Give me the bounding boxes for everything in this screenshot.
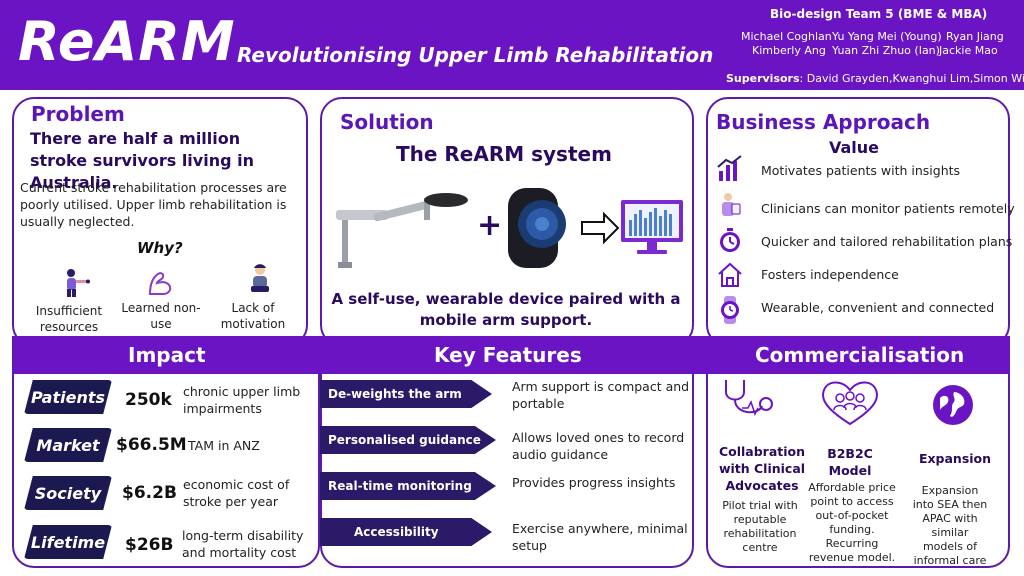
value-item: Fosters independence (761, 267, 899, 282)
impact-value: 250k (125, 390, 172, 410)
commercialisation-title: Commercialisation (755, 343, 965, 367)
impact-desc: economic cost of stroke per year (183, 477, 290, 509)
business-panel (706, 97, 1010, 347)
feature-label: De-weights the arm (320, 380, 492, 408)
commercialisation-heading: Collabration with Clinical Advocates (718, 444, 806, 493)
unmotivated-person-icon (251, 264, 269, 292)
problem-panel (12, 97, 308, 347)
value-title: Value (829, 138, 880, 157)
logo: ReARM (18, 10, 236, 73)
impact-desc: long-term disability and mortality cost (182, 528, 304, 560)
impact-tag-lifetime: Lifetime (24, 525, 112, 559)
feature-label: Personalised guidance (320, 426, 496, 454)
team-title: Bio-design Team 5 (BME & MBA) (770, 7, 988, 21)
supervisors-label: Supervisors (726, 72, 800, 85)
value-item: Motivates patients with insights (761, 163, 961, 178)
impact-value: $6.2B (122, 483, 177, 503)
header-tagline: Revolutionising Upper Limb Rehabilitatio… (237, 43, 714, 67)
team-member: Michael Coghlan (741, 30, 832, 43)
solution-title: Solution (340, 110, 434, 134)
feature-label: Real-time monitoring (320, 472, 496, 500)
cause-label: Lack of motivation (220, 301, 286, 331)
solution-tagline: A self-use, wearable device paired with … (331, 290, 681, 329)
impact-tag-patients: Patients (24, 380, 112, 414)
cause-label: Learned non-use (121, 301, 201, 331)
commercialisation-desc: Affordable price point to access out-of-… (808, 481, 896, 564)
problem-title: Problem (31, 102, 125, 126)
arrow-right-icon (581, 212, 620, 244)
muscle-arm-icon (148, 272, 172, 295)
value-item: Wearable, convenient and connected (761, 300, 995, 315)
team-member: Yuan Zhi Zhuo (Ian) (832, 44, 940, 57)
key-features-title: Key Features (434, 343, 582, 367)
watch-icon (721, 296, 739, 324)
supervisors: Supervisors: David Grayden,Kwanghui Lim,… (726, 72, 1024, 85)
impact-value: $66.5M (116, 435, 187, 455)
value-item: Quicker and tailored rehabilitation plan… (761, 234, 1013, 249)
business-title: Business Approach (716, 110, 931, 134)
team-member: Jackie Mao (939, 44, 998, 57)
supervisors-names: : David Grayden,Kwanghui Lim,Simon Wilki… (799, 72, 1024, 85)
impact-tag-society: Society (24, 476, 112, 510)
growth-chart-icon (717, 155, 742, 181)
impact-desc: TAM in ANZ (188, 438, 260, 453)
header-banner (0, 0, 1024, 90)
heart-people-icon (822, 381, 878, 426)
team-member: Ryan Jiang (946, 30, 1004, 43)
stethoscope-icon (725, 380, 773, 416)
feature-desc: Allows loved ones to record audio guidan… (512, 430, 685, 462)
value-item: Clinicians can monitor patients remotely (761, 201, 1015, 216)
home-icon (718, 262, 742, 287)
problem-body: Current stroke rehabilitation processes … (20, 180, 287, 229)
wearable-band-image (508, 188, 566, 268)
team-member: Kimberly Ang (752, 44, 826, 57)
feature-desc: Provides progress insights (512, 475, 676, 490)
why-heading: Why? (137, 239, 183, 257)
feature-desc: Exercise anywhere, minimal setup (512, 521, 688, 553)
team-member: Yu Yang Mei (Young) (832, 30, 942, 43)
impact-tag-market: Market (24, 428, 112, 462)
clinician-icon (722, 193, 741, 216)
solution-subtitle: The ReARM system (396, 142, 612, 166)
arm-support-image (336, 193, 468, 268)
impact-desc: chronic upper limb impairments (183, 384, 301, 416)
section-band (14, 336, 1010, 374)
commercialisation-desc: Expansion into SEA then APAC with simila… (912, 484, 988, 567)
impact-title: Impact (128, 343, 206, 367)
problem-headline: There are half a million stroke survivor… (30, 129, 254, 192)
feature-desc: Arm support is compact and portable (512, 379, 690, 411)
commercialisation-heading: Expansion (918, 451, 992, 466)
feature-label: Accessibility (320, 518, 492, 546)
stopwatch-icon (720, 228, 740, 252)
impact-value: $26B (125, 535, 174, 555)
commercialisation-heading: B2B2C Model (827, 446, 873, 478)
monitor-chart-icon (621, 200, 683, 254)
globe-icon (933, 385, 973, 425)
plus-sign: + (477, 208, 503, 243)
resources-icon (67, 269, 90, 297)
commercialisation-desc: Pilot trial with reputable rehabilitatio… (722, 499, 798, 554)
commercialisation-panel (706, 336, 1010, 568)
cause-label: Insufficient resources (35, 304, 103, 334)
